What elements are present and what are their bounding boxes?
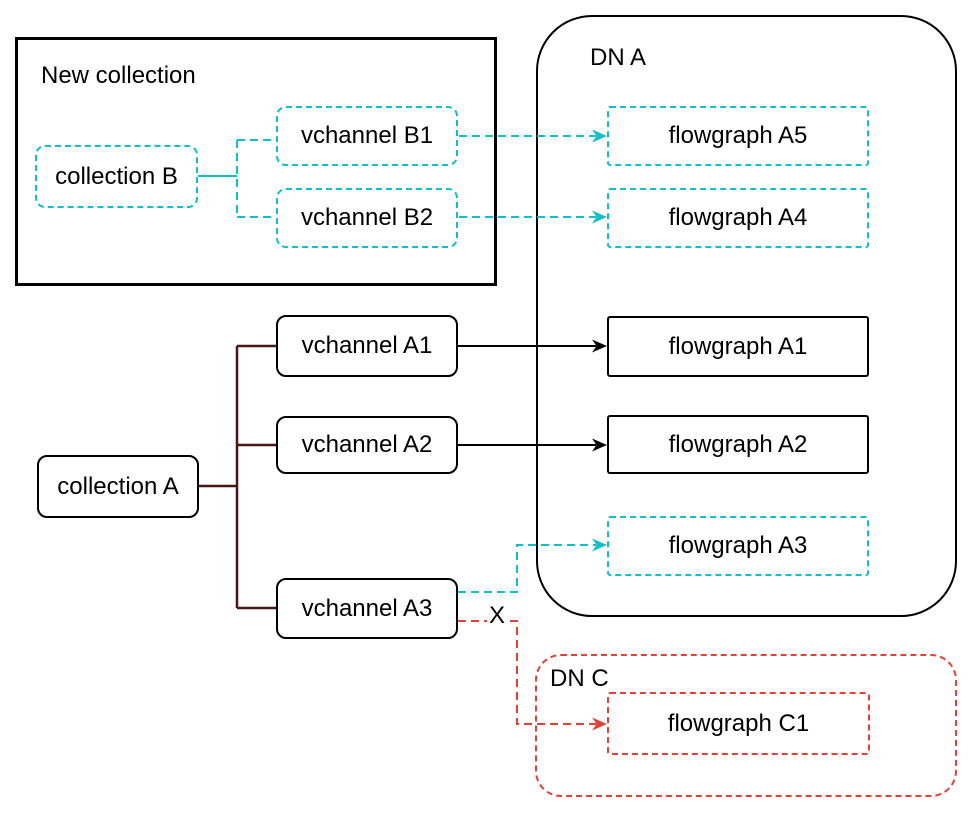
node-flowgraph-a1: flowgraph A1 (607, 316, 869, 377)
node-vchannel-b2-label: vchannel B2 (300, 204, 434, 231)
broken-link-x-marker: X (487, 602, 508, 630)
node-flowgraph-a2: flowgraph A2 (607, 415, 869, 474)
node-collection-b-label: collection B (55, 162, 178, 190)
node-flowgraph-a2-label: flowgraph A2 (668, 430, 808, 458)
node-flowgraph-a5: flowgraph A5 (607, 106, 869, 166)
group-dn-a: DN A (536, 15, 957, 617)
group-dn-a-label: DN A (590, 44, 647, 71)
group-dn-c-label: DN C (550, 665, 609, 692)
node-flowgraph-a3-label: flowgraph A3 (668, 532, 808, 559)
node-vchannel-a2: vchannel A2 (276, 416, 458, 474)
node-collection-a-label: collection A (57, 472, 179, 500)
node-vchannel-a2-label: vchannel A2 (301, 431, 433, 458)
node-flowgraph-a3: flowgraph A3 (607, 516, 869, 576)
node-flowgraph-a1-label: flowgraph A1 (668, 332, 808, 360)
node-vchannel-b1-label: vchannel B1 (300, 122, 434, 149)
node-collection-b: collection B (35, 145, 198, 208)
node-flowgraph-c1-label: flowgraph C1 (667, 709, 810, 737)
node-collection-a: collection A (37, 455, 199, 518)
node-flowgraph-a5-label: flowgraph A5 (668, 122, 808, 149)
node-flowgraph-a4-label: flowgraph A4 (668, 204, 808, 231)
node-flowgraph-c1: flowgraph C1 (607, 692, 870, 755)
node-vchannel-b2: vchannel B2 (276, 188, 458, 248)
group-new-collection: New collection (15, 37, 497, 286)
node-vchannel-a1-label: vchannel A1 (301, 332, 433, 359)
node-vchannel-a3-label: vchannel A3 (301, 594, 433, 622)
node-vchannel-a1: vchannel A1 (276, 315, 458, 377)
node-vchannel-b1: vchannel B1 (276, 106, 458, 166)
group-new-collection-label: New collection (41, 62, 196, 89)
node-flowgraph-a4: flowgraph A4 (607, 188, 869, 248)
node-vchannel-a3: vchannel A3 (276, 578, 458, 639)
